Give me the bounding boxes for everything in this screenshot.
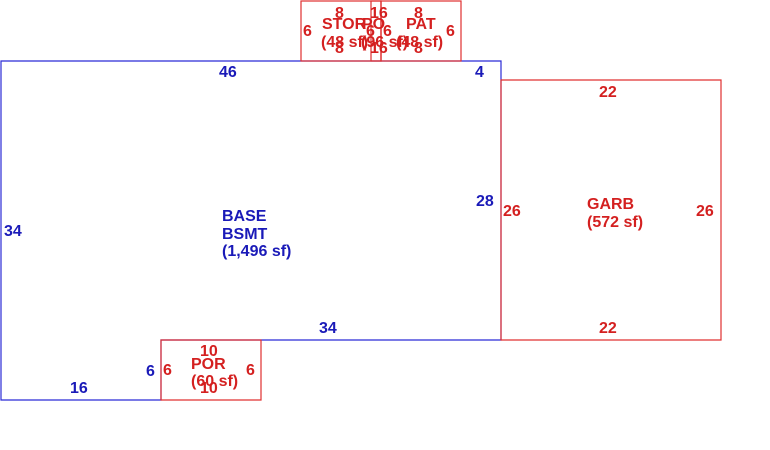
storage-dim-top: 8 bbox=[335, 5, 344, 22]
storage-dim-left: 6 bbox=[303, 23, 312, 40]
center-dim-top: 16 bbox=[370, 5, 388, 22]
garage-area-label: (572 sf) bbox=[587, 214, 643, 231]
base-dim-left: 34 bbox=[4, 223, 22, 240]
garage-outline bbox=[500, 79, 722, 341]
patio-area-label: (48 sf) bbox=[396, 34, 443, 51]
porch-dim-bottom: 10 bbox=[200, 380, 218, 397]
base-area-label: (1,496 sf) bbox=[222, 243, 291, 260]
porch-dim-right: 6 bbox=[246, 362, 255, 379]
base-dim-right: 28 bbox=[476, 193, 494, 210]
center-dim-left: 6 bbox=[366, 23, 375, 40]
base-dim-bottom: 16 bbox=[70, 380, 88, 397]
porch-dim-top: 10 bbox=[200, 343, 218, 360]
base-dim-inner-vertical: 6 bbox=[146, 363, 155, 380]
overlap-label: PO bbox=[362, 16, 385, 33]
porch-area-label: (60 sf) bbox=[191, 373, 238, 390]
garage-dim-right: 26 bbox=[696, 203, 714, 220]
center-dim-right: 6 bbox=[383, 23, 392, 40]
garage-dim-bottom: 22 bbox=[599, 320, 617, 337]
base-dim-inner-horizontal: 34 bbox=[319, 320, 337, 337]
storage-name-label: STOR bbox=[322, 16, 367, 33]
base-dim-top-right: 4 bbox=[475, 64, 484, 81]
porch-outline bbox=[160, 339, 262, 401]
center-dim-bottom: 16 bbox=[370, 40, 388, 57]
porch-name-label: POR bbox=[191, 356, 226, 373]
patio-dim-top: 8 bbox=[414, 5, 423, 22]
patio-outline bbox=[380, 0, 462, 62]
garage-dim-top: 22 bbox=[599, 84, 617, 101]
base-name-label: BSMT bbox=[222, 226, 268, 243]
garage-name-label: GARB bbox=[587, 196, 634, 213]
storage-dim-bottom: 8 bbox=[335, 40, 344, 57]
storage-area-label: (48 sf) bbox=[321, 34, 368, 51]
patio-dim-right: 6 bbox=[446, 23, 455, 40]
base-code-label: BASE bbox=[222, 208, 267, 225]
center-area-label: (96 sf) bbox=[361, 34, 408, 51]
patio-name-label: PAT bbox=[406, 16, 436, 33]
garage-dim-left: 26 bbox=[503, 203, 521, 220]
patio-dim-bottom: 8 bbox=[414, 40, 423, 57]
base-dim-top: 46 bbox=[219, 64, 237, 81]
porch-dim-left: 6 bbox=[163, 362, 172, 379]
